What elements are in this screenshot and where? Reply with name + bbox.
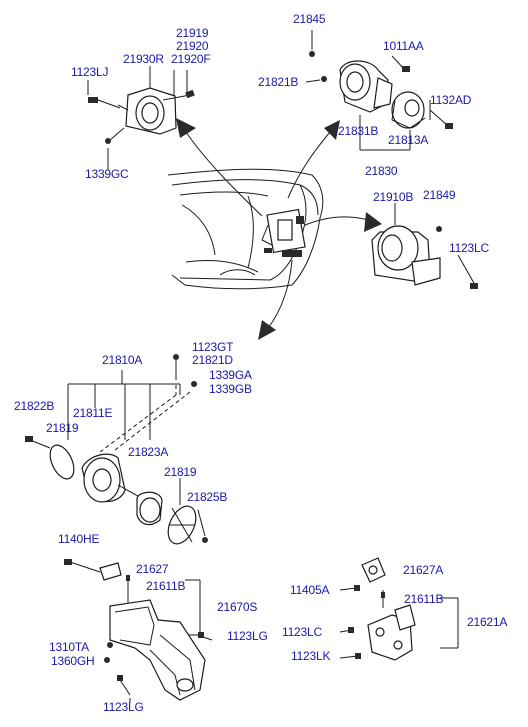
part-label-21621A: 21621A [467, 615, 508, 629]
part-label-21810A: 21810A [102, 353, 143, 367]
part-label-1339GA: 1339GA [209, 368, 252, 382]
part-label-21825B: 21825B [187, 490, 228, 504]
part-label-21819-left: 21819 [46, 421, 79, 435]
part-label-1123LC-upper: 1123LC [449, 241, 489, 255]
part-label-21811E: 21811E [73, 406, 113, 420]
part-label-21627: 21627 [136, 562, 169, 576]
part-label-1123LG-bottom: 1123LG [103, 700, 144, 714]
part-label-21821D: 21821D [192, 353, 233, 367]
front-mount-21930R [87, 66, 195, 170]
bracket-21670S [64, 559, 213, 703]
part-label-21821B: 21821B [258, 75, 299, 89]
part-label-21813A: 21813A [388, 133, 429, 147]
bracket-21621A [339, 557, 459, 661]
part-label-1339GC: 1339GC [85, 167, 129, 181]
part-label-1310TA: 1310TA [49, 640, 89, 654]
part-label-21611B-left: 21611B [146, 579, 186, 593]
pointer-arrows [176, 118, 382, 340]
part-label-1123GT: 1123GT [192, 340, 234, 354]
part-label-1123LJ: 1123LJ [71, 65, 109, 79]
part-label-21831B: 21831B [338, 124, 379, 138]
part-label-1339GB: 1339GB [209, 382, 252, 396]
part-label-21611B-right: 21611B [404, 592, 444, 606]
part-label-1123LC-lower: 1123LC [282, 625, 322, 639]
part-label-21910B: 21910B [373, 190, 414, 204]
part-label-21670S: 21670S [217, 600, 258, 614]
part-label-1360GH: 1360GH [51, 654, 95, 668]
part-label-21920: 21920 [176, 39, 209, 53]
part-label-21823A: 21823A [128, 445, 169, 459]
roll-mount-21810A [25, 354, 208, 545]
mount-21910B [371, 203, 478, 289]
part-label-1140HE: 1140HE [58, 532, 100, 546]
part-label-1132AD: 1132AD [430, 93, 472, 107]
part-label-21830: 21830 [365, 164, 398, 178]
part-label-1123LK: 1123LK [291, 649, 331, 663]
part-label-21849: 21849 [423, 188, 456, 202]
part-label-21919: 21919 [176, 26, 209, 40]
part-label-1011AA: 1011AA [383, 39, 424, 53]
mount-assembly-21830 [305, 30, 453, 151]
part-label-21627A: 21627A [403, 563, 444, 577]
part-label-21930R: 21930R [123, 52, 164, 66]
part-label-21920F: 21920F [171, 52, 211, 66]
part-label-1123LG-mid: 1123LG [227, 629, 268, 643]
part-label-21845: 21845 [293, 12, 326, 26]
part-label-21819-right: 21819 [164, 465, 197, 479]
part-label-11405A: 11405A [290, 583, 330, 597]
part-label-21822B: 21822B [14, 399, 55, 413]
engine-bay-illustration [167, 168, 324, 290]
